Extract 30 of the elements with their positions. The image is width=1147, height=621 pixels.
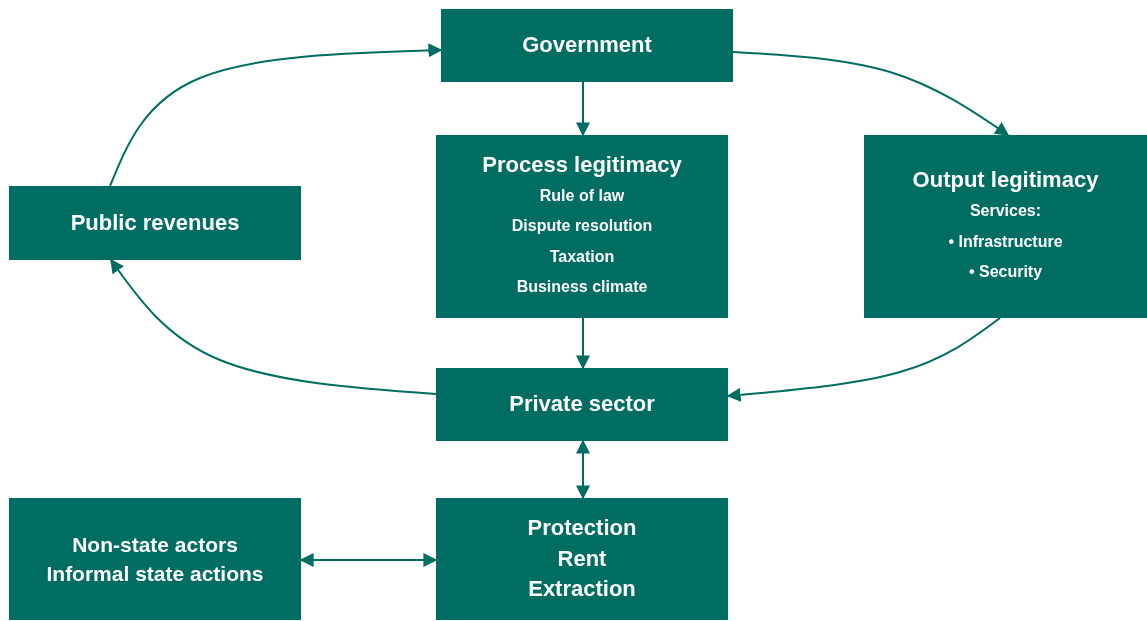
box-title: Process legitimacy: [482, 151, 682, 180]
box: [441, 9, 733, 82]
box-text: Services:: [969, 201, 1042, 222]
box-text: Business climate: [516, 277, 648, 298]
box: [864, 135, 1147, 318]
arrow: [109, 43, 443, 187]
arrow: [732, 51, 1010, 136]
box-text: Rule of law: [539, 186, 625, 207]
box-title: Protection: [527, 513, 637, 542]
box: [436, 368, 728, 441]
arrow: [576, 317, 590, 370]
arrow: [576, 81, 590, 137]
box-title: Extraction: [528, 575, 636, 604]
box: [436, 498, 728, 620]
box-title: Output legitimacy: [912, 166, 1099, 195]
box: [9, 498, 301, 620]
box-title: Private sector: [509, 390, 655, 419]
arrow: [110, 258, 437, 395]
arrow: [576, 439, 590, 500]
box-title: Rent: [557, 544, 607, 573]
box-title: Informal state actions: [46, 561, 264, 587]
box-title: Public revenues: [70, 208, 240, 237]
box-text: Dispute resolution: [511, 216, 653, 237]
box-title: Government: [522, 31, 652, 60]
box-text: Taxation: [549, 246, 615, 267]
box-text: • Security: [968, 262, 1043, 283]
box-text: • Infrastructure: [948, 231, 1063, 252]
box: [436, 135, 728, 318]
box-title: Non-state actors: [72, 531, 238, 558]
box: [9, 186, 301, 260]
